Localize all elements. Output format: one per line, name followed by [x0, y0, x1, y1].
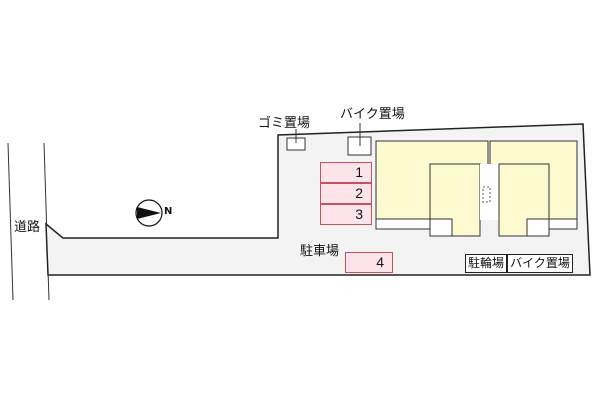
parking-space-3: 3 [320, 204, 372, 225]
parking-space-4: 4 [345, 252, 393, 273]
road-label: 道路 [14, 220, 41, 235]
road-edge-right [43, 142, 50, 301]
compass-icon [135, 199, 163, 227]
trash-area-label: ゴミ置場 [258, 116, 311, 131]
bicycle-parking-label: 駐輪場 [465, 254, 507, 273]
parking-space-1: 1 [320, 162, 372, 183]
parking-space-2: 2 [320, 183, 372, 204]
apartment-building [375, 140, 578, 237]
road-edge-left [7, 142, 14, 301]
parking-label: 駐車場 [300, 244, 340, 259]
bike-area-top-label: バイク置場 [340, 107, 405, 122]
compass-north-label: N [164, 206, 173, 217]
bike-area-bottom-label: バイク置場 [507, 254, 573, 273]
